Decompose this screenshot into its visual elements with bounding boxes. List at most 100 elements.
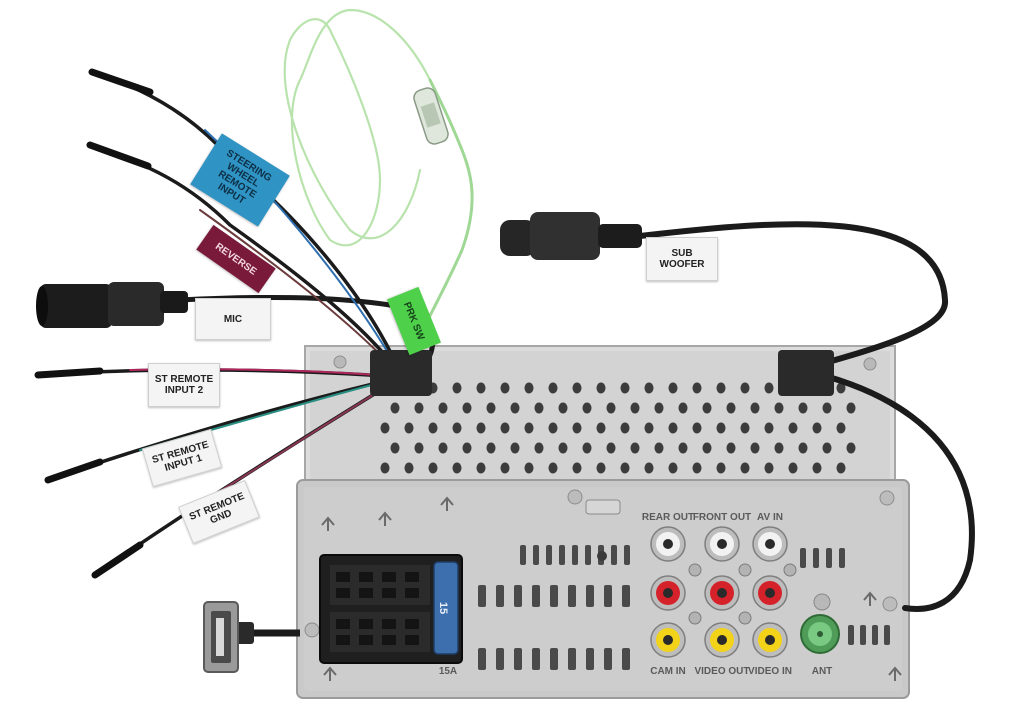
rca-jack[interactable] [704, 526, 740, 562]
antenna-jack[interactable] [800, 614, 840, 654]
mic-tag: MIC [195, 298, 271, 340]
vent-hole [414, 442, 424, 454]
vent-hole [476, 422, 486, 434]
vent-hole [428, 422, 438, 434]
vent-hole [740, 422, 750, 434]
vent-hole [548, 462, 558, 474]
video-out-label: VIDEO OUT [694, 666, 749, 677]
up-arrow-icon [321, 516, 335, 531]
vent-hole [500, 422, 510, 434]
vent-hole [390, 442, 400, 454]
screw [738, 611, 752, 625]
wire-end-sleeves [34, 68, 154, 579]
vent-hole [750, 442, 760, 454]
rca-jack[interactable] [752, 622, 788, 658]
vent-hole [524, 382, 534, 394]
vent-hole [726, 402, 736, 414]
vent-hole [524, 422, 534, 434]
rca-jack[interactable] [704, 575, 740, 611]
vent-slot [586, 585, 594, 607]
pin-slot [405, 619, 419, 629]
front-out-label: FRONT OUT [693, 512, 751, 523]
vent-slot [813, 548, 819, 568]
vent-hole [452, 422, 462, 434]
vent-hole [500, 382, 510, 394]
vent-hole [534, 442, 544, 454]
inline-fuse-holder [413, 87, 449, 145]
rca-jack[interactable] [752, 526, 788, 562]
vent-hole [764, 382, 774, 394]
vent-hole [510, 442, 520, 454]
rca-jack[interactable] [704, 622, 740, 658]
vent-holes [380, 382, 856, 474]
vent-hole [438, 402, 448, 414]
vent-hole [534, 402, 544, 414]
fuse[interactable]: 15 [433, 561, 459, 655]
vent-hole [630, 402, 640, 414]
vent-slot [839, 548, 845, 568]
vent-hole [486, 442, 496, 454]
vent-hole [644, 462, 654, 474]
vent-hole [822, 402, 832, 414]
vent-hole [452, 462, 462, 474]
rca-jack[interactable] [650, 526, 686, 562]
up-arrow-icon [863, 591, 877, 606]
vent-hole [678, 442, 688, 454]
vent-hole [620, 462, 630, 474]
vent-hole [836, 462, 846, 474]
pin-slot [336, 619, 350, 629]
vent-hole [572, 422, 582, 434]
vent-slot [800, 548, 806, 568]
usb-connector[interactable] [203, 601, 300, 673]
screw [863, 357, 877, 371]
up-arrow-icon [440, 496, 454, 511]
vent-hole [836, 422, 846, 434]
pin-slot [336, 588, 350, 598]
pin-slot [382, 588, 396, 598]
vent-slot [826, 548, 832, 568]
vent-hole [668, 462, 678, 474]
vent-hole [414, 402, 424, 414]
iso-harness-connector[interactable] [319, 554, 463, 664]
vent-hole [678, 402, 688, 414]
screw [333, 355, 347, 369]
up-arrow-icon [888, 666, 902, 681]
st-remote-input-2-tag: ST REMOTE INPUT 2 [148, 363, 220, 407]
vent-hole [380, 462, 390, 474]
rca-jack[interactable] [752, 575, 788, 611]
vent-slot [872, 625, 878, 645]
vent-hole [572, 462, 582, 474]
cam-in-label: CAM IN [650, 666, 686, 677]
vent-hole [798, 442, 808, 454]
vent-hole [558, 442, 568, 454]
vent-hole [692, 382, 702, 394]
video-in-label: VIDEO IN [748, 666, 792, 677]
vent-slot [532, 648, 540, 670]
vent-hole [740, 462, 750, 474]
rca-jack[interactable] [650, 622, 686, 658]
vent-hole [836, 382, 846, 394]
vent-slot [478, 585, 486, 607]
pin-slot [405, 635, 419, 645]
mic-jack[interactable] [36, 282, 188, 328]
sub-cable-grommet [778, 350, 834, 396]
vent-slot [586, 648, 594, 670]
pin-slot [405, 572, 419, 582]
vent-hole [668, 382, 678, 394]
vent-slot [585, 545, 591, 565]
vent-hole [798, 402, 808, 414]
vent-hole [582, 442, 592, 454]
vent-slot [559, 545, 565, 565]
vent-hole [716, 382, 726, 394]
av-in-label: AV IN [757, 512, 783, 523]
vent-hole [716, 422, 726, 434]
vent-hole [404, 422, 414, 434]
fuse-amp-label: 15A [439, 666, 457, 677]
vent-hole [606, 442, 616, 454]
rca-jack[interactable] [650, 575, 686, 611]
vent-hole [548, 382, 558, 394]
sub-woofer-plug[interactable] [500, 212, 642, 260]
wire-grommet [370, 350, 432, 396]
sub-woofer-tag: SUB WOOFER [646, 237, 718, 281]
